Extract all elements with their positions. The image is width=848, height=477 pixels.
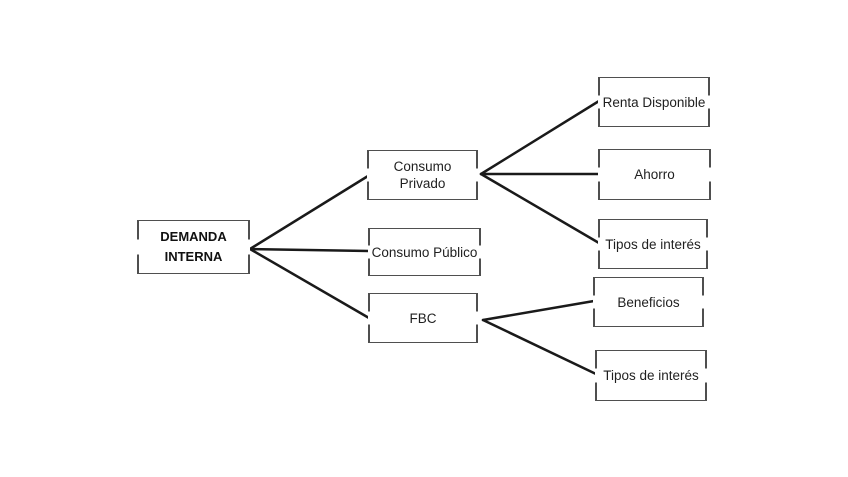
node-tipos-de-interes-fbc: Tipos de interés	[595, 350, 707, 401]
node-consumo-privado: Consumo Privado	[367, 150, 478, 200]
connector-root-consumo-publico	[248, 247, 371, 253]
connector-fbc-tipos-2	[481, 318, 598, 376]
node-tipos-de-interes-consumo-label: Tipos de interés	[605, 236, 701, 252]
node-consumo-publico-label: Consumo Público	[371, 244, 478, 260]
node-consumo-privado-label: Consumo Privado	[393, 159, 452, 191]
node-tipos-de-interes-fbc-label: Tipos de interés	[603, 368, 699, 383]
node-consumo-publico: Consumo Público	[368, 228, 481, 276]
node-tipos-de-interes-consumo: Tipos de interés	[598, 219, 708, 269]
connector-privado-tipos-1	[479, 172, 601, 245]
node-ahorro-label: Ahorro	[634, 167, 675, 182]
node-demanda-interna-label: DEMANDA INTERNA	[160, 229, 227, 264]
node-beneficios-label: Beneficios	[617, 294, 680, 310]
connector-fbc-beneficios	[481, 299, 596, 322]
node-beneficios: Beneficios	[593, 277, 704, 327]
connector-root-fbc	[248, 247, 371, 320]
node-fbc-label: FBC	[409, 310, 437, 326]
node-renta-disponible-label: Renta Disponible	[602, 94, 706, 110]
node-fbc: FBC	[368, 293, 478, 343]
node-ahorro: Ahorro	[598, 149, 711, 200]
node-demanda-interna: DEMANDA INTERNA	[137, 220, 250, 274]
node-renta-disponible: Renta Disponible	[598, 77, 710, 127]
connector-privado-renta	[479, 99, 601, 176]
connector-root-consumo-privado	[248, 174, 370, 251]
